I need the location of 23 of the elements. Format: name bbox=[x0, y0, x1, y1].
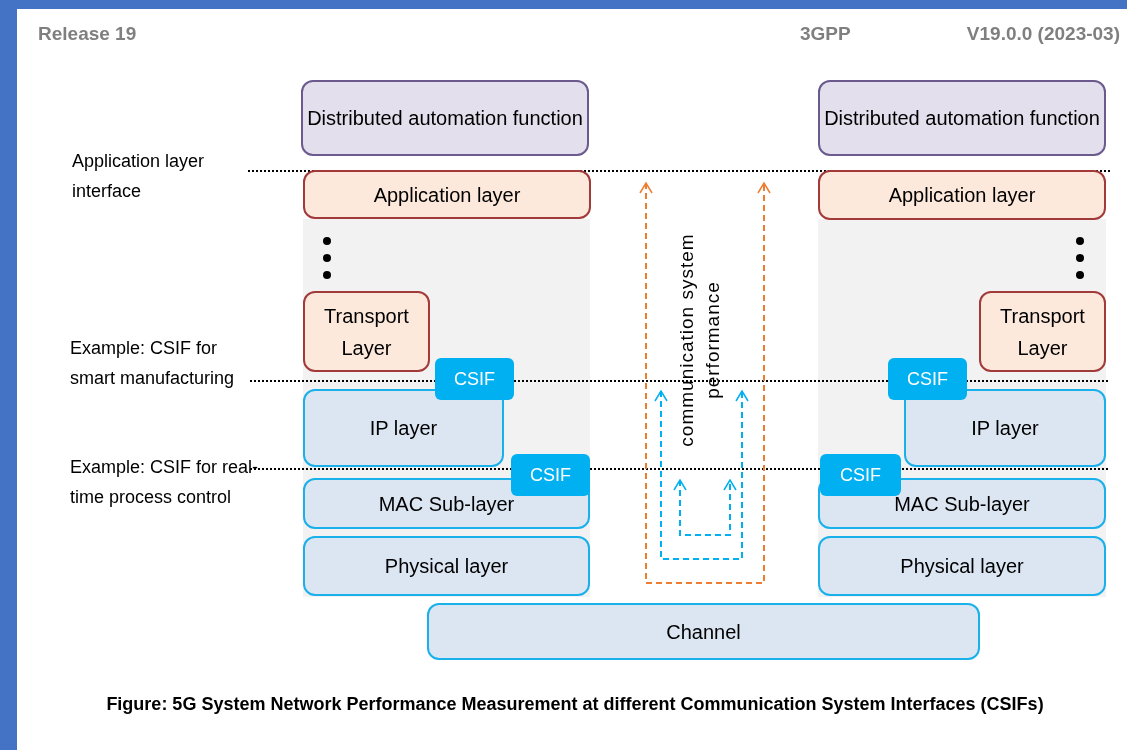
layer-box: Distributed automation function bbox=[818, 80, 1106, 156]
interface-tag: CSIF bbox=[820, 454, 901, 496]
header-text: Release 19 bbox=[38, 22, 137, 46]
header-text: 3GPP bbox=[800, 22, 851, 46]
interface-tag: CSIF bbox=[888, 358, 967, 400]
rotated-label: communication system performance bbox=[675, 232, 724, 449]
interface-label: Example: CSIF for smart manufacturing bbox=[70, 337, 236, 390]
layer-box: Channel bbox=[427, 603, 980, 660]
layer-box: Application layer bbox=[303, 170, 591, 219]
interface-label: Example: CSIF for real-time process control bbox=[70, 456, 260, 509]
figure-caption: Figure: 5G System Network Performance Measurement at different Communication System Interfaces (CSIFs) bbox=[105, 693, 1045, 716]
layer-box: Application layer bbox=[818, 170, 1106, 220]
header-text: V19.0.0 (2023-03) bbox=[966, 22, 1120, 46]
layer-box: IP layer bbox=[303, 389, 504, 467]
layer-box: Transport Layer bbox=[979, 291, 1106, 372]
layer-box: Physical layer bbox=[818, 536, 1106, 596]
layer-box: Distributed automation function bbox=[301, 80, 589, 156]
layer-box: Transport Layer bbox=[303, 291, 430, 372]
layer-box: Physical layer bbox=[303, 536, 590, 596]
layer-box: IP layer bbox=[904, 389, 1106, 467]
interface-tag: CSIF bbox=[511, 454, 590, 496]
interface-label: Application layer interface bbox=[72, 150, 206, 203]
interface-tag: CSIF bbox=[435, 358, 514, 400]
